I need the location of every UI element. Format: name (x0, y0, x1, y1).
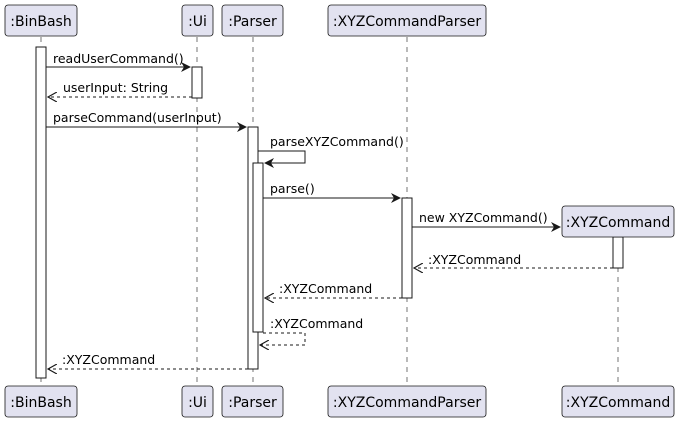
participant-label: :XYZCommandParser (333, 14, 481, 30)
participant-label: :BinBash (10, 395, 71, 411)
message-parsexyzcommand-self: parseXYZCommand() (258, 134, 404, 168)
message-userinput-return: userInput: String (48, 80, 192, 97)
participant-label: :Ui (188, 395, 207, 411)
message-label: :XYZCommand (428, 252, 521, 267)
message-label: parseCommand(userInput) (53, 110, 222, 125)
participant-parser-top: :Parser (221, 4, 284, 37)
message-readusercommand: readUserCommand() (46, 51, 191, 72)
activation-xyzcommand (612, 236, 624, 269)
message-xyzcommand-return-2: :XYZCommand (265, 281, 402, 298)
message-label: :XYZCommand (62, 352, 155, 367)
participant-xyzcommandparser-top: :XYZCommandParser (327, 4, 487, 37)
participant-label: :Ui (188, 14, 207, 30)
message-label: new XYZCommand() (419, 210, 548, 225)
participant-binbash-bottom: :BinBash (4, 385, 78, 418)
message-new-xyzcommand: new XYZCommand() (412, 210, 561, 232)
message-label: userInput: String (63, 80, 168, 95)
messages: readUserCommand() userInput: String pars… (46, 51, 613, 369)
message-parse: parse() (263, 181, 401, 203)
activation-parser-nested (252, 162, 264, 333)
participant-label: :XYZCommandParser (333, 395, 481, 411)
participant-label: :BinBash (10, 14, 71, 30)
message-xyzcommand-return-1: :XYZCommand (414, 252, 613, 268)
participant-parser-bottom: :Parser (221, 385, 284, 418)
activation-xyzcommandparser (401, 197, 413, 299)
activation-ui (191, 66, 203, 99)
participant-xyzcommand-created: :XYZCommand (561, 205, 675, 238)
participant-binbash-top: :BinBash (4, 4, 78, 37)
activations (35, 46, 624, 379)
message-label: parseXYZCommand() (270, 134, 404, 149)
message-arrow (258, 150, 306, 168)
message-label: :XYZCommand (270, 316, 363, 331)
participant-label: :Parser (228, 14, 277, 30)
participant-label: :XYZCommand (566, 395, 670, 411)
participants-top: :BinBash :Ui :Parser :XYZCommandParser :… (4, 4, 675, 238)
participant-xyzcommand-bottom: :XYZCommand (561, 385, 675, 418)
participant-ui-bottom: :Ui (181, 385, 214, 418)
participant-label: :Parser (228, 395, 277, 411)
message-xyzcommand-self-return: :XYZCommand (260, 316, 363, 345)
participant-xyzcommandparser-bottom: :XYZCommandParser (327, 385, 487, 418)
participant-ui-top: :Ui (181, 4, 214, 37)
activation-binbash (35, 46, 47, 379)
participants-bottom: :BinBash :Ui :Parser :XYZCommandParser :… (4, 385, 675, 418)
message-parsecommand: parseCommand(userInput) (46, 110, 247, 132)
message-label: parse() (270, 181, 315, 196)
message-label: readUserCommand() (53, 51, 184, 66)
participant-label: :XYZCommand (566, 215, 670, 231)
message-arrow (260, 332, 306, 345)
message-label: :XYZCommand (279, 281, 372, 296)
message-xyzcommand-return-3: :XYZCommand (48, 352, 248, 369)
